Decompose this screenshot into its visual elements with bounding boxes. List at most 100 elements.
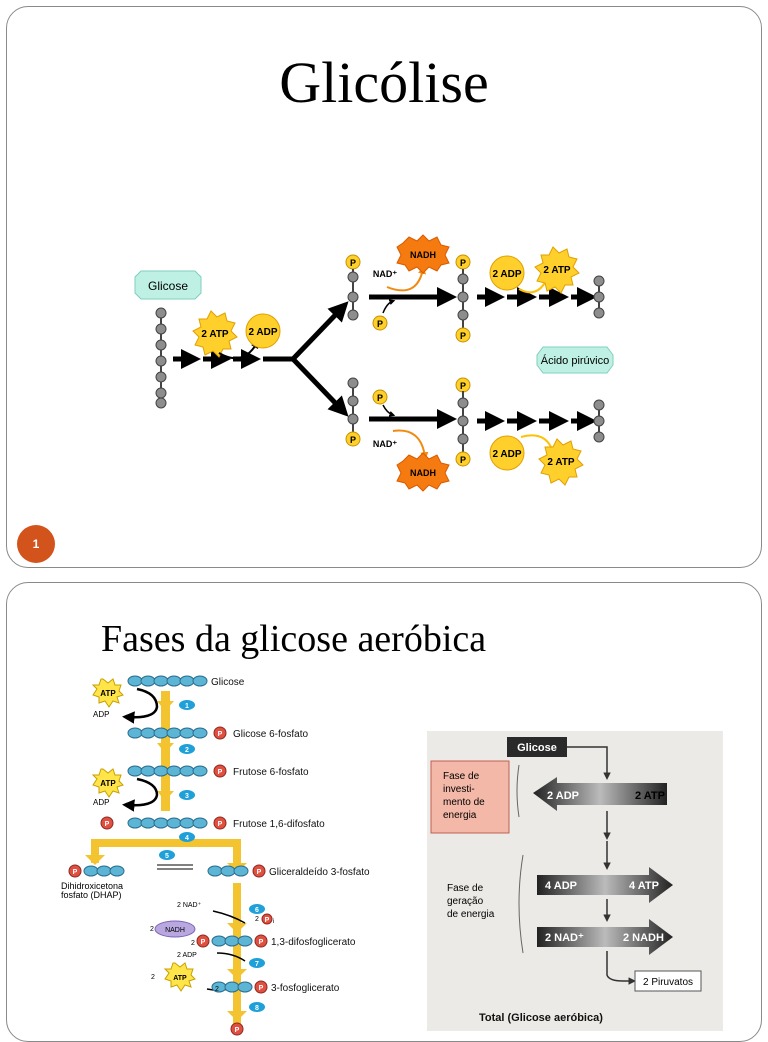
svg-text:1,3-difosfoglicerato: 1,3-difosfoglicerato — [271, 937, 356, 948]
svg-text:4 ATP: 4 ATP — [629, 880, 659, 892]
pyruvate-label: Ácido pirúvico — [536, 346, 614, 374]
two-adp-label: 2 ADP — [177, 952, 197, 959]
glycolysis-diagram: Glicose 2 ATP 2 ADP — [134, 234, 614, 492]
arrow-investment: 2 ADP 2 ATP — [533, 777, 667, 811]
svg-text:8: 8 — [255, 1005, 259, 1012]
dhap-label: Dihidroxicetona — [61, 881, 123, 891]
slide-number-badge: 1 — [17, 525, 55, 563]
svg-text:de energia: de energia — [447, 909, 495, 920]
step-numbers: 1 2 3 4 5 6 7 8 — [165, 703, 259, 1012]
adp-in-circle: 2 ADP — [245, 313, 281, 349]
two-p-label: 2 — [191, 940, 195, 947]
pi-sub-label: i — [273, 919, 274, 925]
svg-text:P: P — [377, 319, 383, 329]
two-label: 2 — [150, 926, 154, 933]
svg-text:NAD⁺: NAD⁺ — [373, 269, 397, 279]
svg-text:Glicose 6-fosfato: Glicose 6-fosfato — [233, 729, 308, 740]
step-badges — [159, 700, 265, 1012]
svg-text:2 ADP: 2 ADP — [492, 269, 521, 280]
svg-text:Frutose 6-fosfato: Frutose 6-fosfato — [233, 767, 309, 778]
svg-text:2 ADP: 2 ADP — [248, 327, 277, 338]
svg-text:P: P — [460, 455, 466, 465]
dhap-label-2: fosfato (DHAP) — [61, 890, 122, 900]
svg-text:4 ADP: 4 ADP — [545, 880, 577, 892]
svg-text:NAD⁺: NAD⁺ — [373, 439, 397, 449]
investment-phase-box: Fase de investi- mento de energia — [430, 760, 510, 834]
svg-text:2 ADP: 2 ADP — [492, 449, 521, 460]
nad-plus-label: 2 NAD⁺ — [177, 902, 202, 909]
investment-arrows — [173, 301, 349, 417]
svg-text:NADH: NADH — [410, 250, 436, 260]
svg-text:Glicose: Glicose — [517, 742, 557, 754]
svg-text:Glicose: Glicose — [211, 677, 245, 688]
svg-text:Frutose 1,6-difosfato: Frutose 1,6-difosfato — [233, 819, 325, 830]
svg-text:ATP: ATP — [100, 689, 116, 698]
step-labels: Glicose Glicose 6-fosfato Frutose 6-fosf… — [211, 677, 370, 994]
slide-1: Glicólise Glicose — [6, 6, 762, 568]
pathway-diagram: ATP ADP ATP ADP — [61, 675, 370, 1036]
summary-glucose-box: Glicose — [507, 737, 567, 757]
svg-text:mento de: mento de — [443, 797, 485, 808]
svg-text:ATP: ATP — [100, 779, 116, 788]
atp-burst-1: ATP — [91, 678, 124, 708]
svg-text:2 NAD⁺: 2 NAD⁺ — [545, 932, 584, 944]
svg-text:P: P — [201, 939, 206, 946]
svg-text:P: P — [259, 985, 264, 992]
svg-text:geração: geração — [447, 896, 484, 907]
two-3pg-prefix: 2 — [215, 986, 219, 993]
svg-text:4: 4 — [185, 835, 189, 842]
svg-text:P: P — [460, 331, 466, 341]
svg-text:P: P — [73, 869, 78, 876]
svg-text:P: P — [218, 769, 223, 776]
svg-text:P: P — [218, 821, 223, 828]
svg-text:P: P — [350, 435, 356, 445]
svg-text:3-fosfoglicerato: 3-fosfoglicerato — [271, 983, 340, 994]
svg-text:Fase de: Fase de — [443, 771, 480, 782]
nadh-ellipse: NADH — [154, 920, 196, 938]
upper-branch: P NAD⁺ NADH P P P — [345, 234, 605, 343]
svg-text:3: 3 — [185, 793, 189, 800]
molecule-chains — [83, 675, 253, 993]
svg-text:P: P — [377, 393, 383, 403]
svg-text:Fase de: Fase de — [447, 883, 484, 894]
svg-text:2 ADP: 2 ADP — [547, 790, 579, 802]
svg-text:2 ATP: 2 ATP — [543, 265, 571, 276]
generation-phase-label: Fase de geração de energia — [447, 883, 495, 920]
slide-title: Fases da glicose aeróbica — [101, 618, 487, 660]
svg-text:Gliceraldeído 3-fosfato: Gliceraldeído 3-fosfato — [269, 867, 370, 878]
lower-branch: P P NAD⁺ NADH P P 2 ADP — [345, 377, 605, 492]
glucose-label: Glicose — [134, 270, 202, 300]
adp-label-2: ADP — [93, 798, 109, 807]
svg-text:5: 5 — [165, 853, 169, 860]
slide-2: Fases da glicose aeróbica — [6, 582, 762, 1042]
glucose-chain — [155, 307, 167, 409]
svg-text:P: P — [460, 258, 466, 268]
svg-text:P: P — [259, 939, 264, 946]
svg-text:P: P — [235, 1027, 240, 1034]
summary-diagram: Glicose Fase de investi- mento de energi… — [427, 731, 723, 1031]
svg-text:6: 6 — [255, 907, 259, 914]
slide-title: Glicólise — [279, 50, 489, 115]
svg-text:P: P — [265, 917, 270, 924]
arrow-generation-atp: 4 ADP 4 ATP — [537, 867, 673, 903]
svg-text:P: P — [257, 869, 262, 876]
svg-text:Ácido pirúvico: Ácido pirúvico — [541, 354, 609, 367]
svg-text:P: P — [218, 731, 223, 738]
svg-text:NADH: NADH — [165, 927, 185, 934]
svg-text:energia: energia — [443, 810, 477, 821]
svg-text:2 ATP: 2 ATP — [201, 329, 229, 340]
svg-text:2 ATP: 2 ATP — [547, 457, 575, 468]
svg-text:ATP: ATP — [173, 975, 187, 982]
svg-text:2 NADH: 2 NADH — [623, 932, 664, 944]
pyruvates-box: 2 Piruvatos — [634, 970, 702, 992]
svg-text:1: 1 — [185, 703, 189, 710]
svg-text:P: P — [350, 258, 356, 268]
two-pi-label: 2 — [255, 916, 259, 923]
svg-text:2 ATP: 2 ATP — [635, 790, 665, 802]
svg-text:7: 7 — [255, 961, 259, 968]
svg-text:2 Piruvatos: 2 Piruvatos — [643, 977, 693, 988]
adp-label-1: ADP — [93, 710, 109, 719]
atp-burst-3: ATP — [163, 962, 196, 992]
svg-text:Glicose: Glicose — [148, 279, 188, 293]
atp-burst-2: ATP — [91, 768, 124, 798]
